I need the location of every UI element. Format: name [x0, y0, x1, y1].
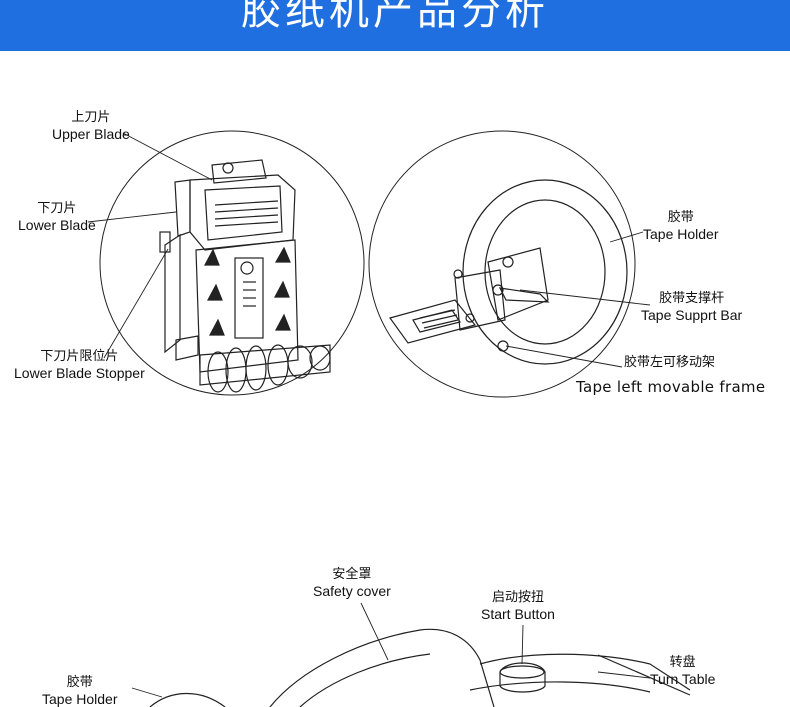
tape-detail-circle: [368, 130, 636, 398]
dispenser-body-illustration: [149, 628, 691, 707]
blade-assembly-illustration: [159, 159, 331, 393]
tape-holder-illustration: [389, 179, 628, 365]
banner-title: 胶纸机产品分析: [241, 0, 549, 34]
title-banner: 胶纸机产品分析: [0, 0, 790, 51]
leader-lines: [87, 132, 651, 698]
blade-detail-circle: [99, 130, 365, 396]
